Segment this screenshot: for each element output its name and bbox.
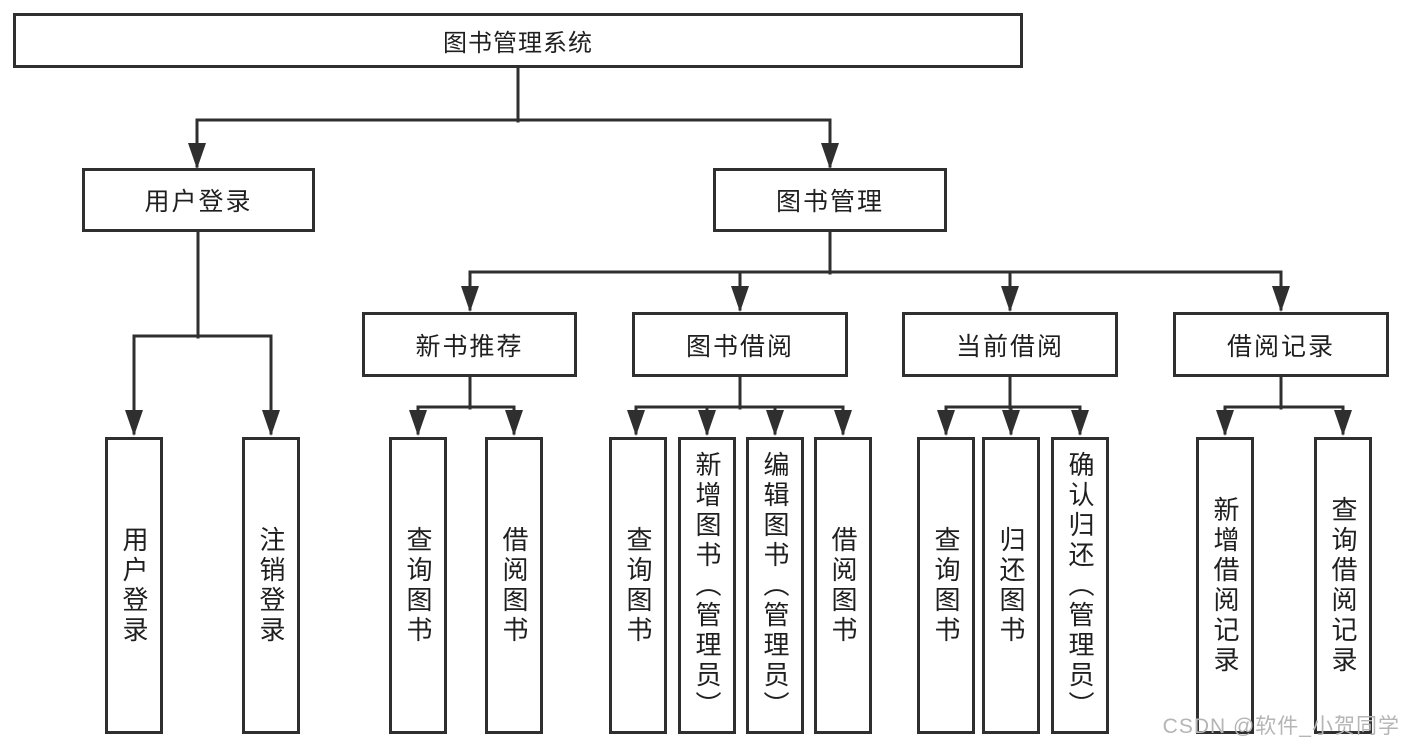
leaf-current-query-books: 查询图书 — [917, 437, 975, 734]
leaf-records-add-record: 新增借阅记录 — [1196, 437, 1254, 734]
node-root: 图书管理系统 — [13, 13, 1023, 68]
leaf-borrow-edit-books-admin: 编辑图书（管理员） — [746, 437, 804, 734]
leaf-newbook-borrow-books: 借阅图书 — [485, 437, 543, 734]
node-book-borrow: 图书借阅 — [632, 312, 848, 377]
leaf-current-confirm-return-admin: 确认归还（管理员） — [1051, 437, 1109, 734]
leaf-user-login: 用户登录 — [105, 437, 163, 734]
leaf-current-return-books: 归还图书 — [982, 437, 1040, 734]
node-book-management: 图书管理 — [713, 168, 947, 232]
leaf-borrow-query-books: 查询图书 — [609, 437, 667, 734]
connector-arrows — [125, 118, 1352, 436]
leaf-borrow-add-books-admin: 新增图书（管理员） — [678, 437, 736, 734]
csdn-watermark: CSDN @软件_小贺同学 — [1162, 715, 1400, 738]
leaf-records-query-record: 查询借阅记录 — [1314, 437, 1372, 734]
leaf-newbook-query-books: 查询图书 — [389, 437, 447, 734]
connector-lines — [132, 66, 1345, 410]
node-borrow-records: 借阅记录 — [1173, 312, 1389, 377]
leaf-logout: 注销登录 — [242, 437, 300, 734]
leaf-borrow-borrow-books: 借阅图书 — [814, 437, 872, 734]
node-new-book-recommend: 新书推荐 — [362, 312, 577, 377]
node-current-borrow: 当前借阅 — [902, 312, 1118, 377]
node-user-login: 用户登录 — [82, 168, 315, 232]
